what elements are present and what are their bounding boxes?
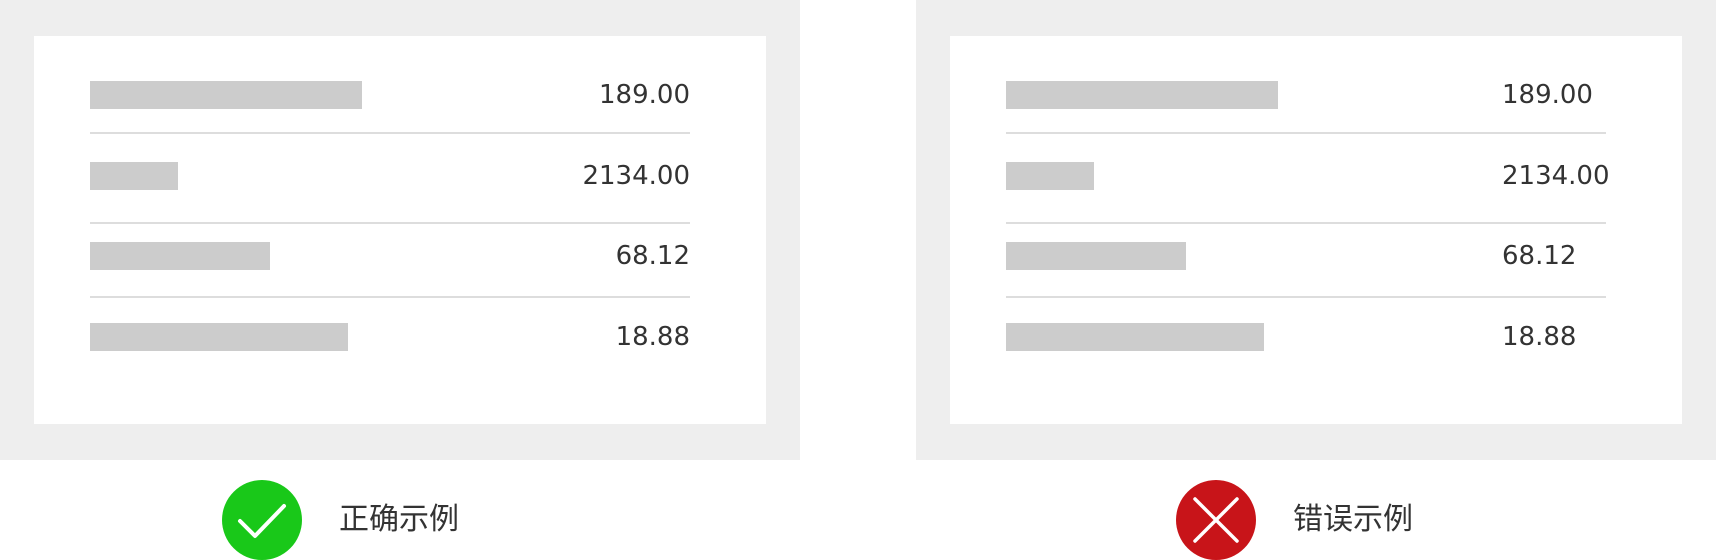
text-placeholder-bar <box>1006 323 1264 351</box>
row-divider <box>1006 132 1606 134</box>
caption-label: 错误示例 <box>1293 502 1413 537</box>
text-placeholder-bar <box>1006 242 1186 270</box>
text-placeholder-bar <box>90 162 178 190</box>
text-placeholder-bar <box>1006 81 1278 109</box>
amount-value: 68.12 <box>615 241 690 271</box>
example-frame: 189.00 2134.00 68.12 18.88 <box>916 0 1716 460</box>
row-divider <box>90 296 690 298</box>
amount-value: 189.00 <box>1502 80 1593 110</box>
text-placeholder-bar <box>90 323 348 351</box>
row-divider <box>90 222 690 224</box>
amount-value: 18.88 <box>1502 322 1577 352</box>
amount-list-card: 189.00 2134.00 68.12 18.88 <box>950 36 1682 424</box>
amount-value: 18.88 <box>615 322 690 352</box>
row-divider <box>90 132 690 134</box>
amount-value: 2134.00 <box>582 161 690 191</box>
amount-list-card: 189.00 2134.00 68.12 18.88 <box>34 36 766 424</box>
amount-value: 68.12 <box>1502 241 1577 271</box>
wrong-example: 189.00 2134.00 68.12 18.88 <box>916 0 1716 560</box>
text-placeholder-bar <box>1006 162 1094 190</box>
cross-icon <box>1176 480 1256 560</box>
text-placeholder-bar <box>90 242 270 270</box>
amount-value: 189.00 <box>599 80 690 110</box>
example-frame: 189.00 2134.00 68.12 18.88 <box>0 0 800 460</box>
amount-value: 2134.00 <box>1502 161 1610 191</box>
caption-label: 正确示例 <box>339 502 459 537</box>
row-divider <box>1006 222 1606 224</box>
text-placeholder-bar <box>90 81 362 109</box>
row-divider <box>1006 296 1606 298</box>
correct-example: 189.00 2134.00 68.12 18.88 正确示例 <box>0 0 800 560</box>
checkmark-icon <box>222 480 302 560</box>
